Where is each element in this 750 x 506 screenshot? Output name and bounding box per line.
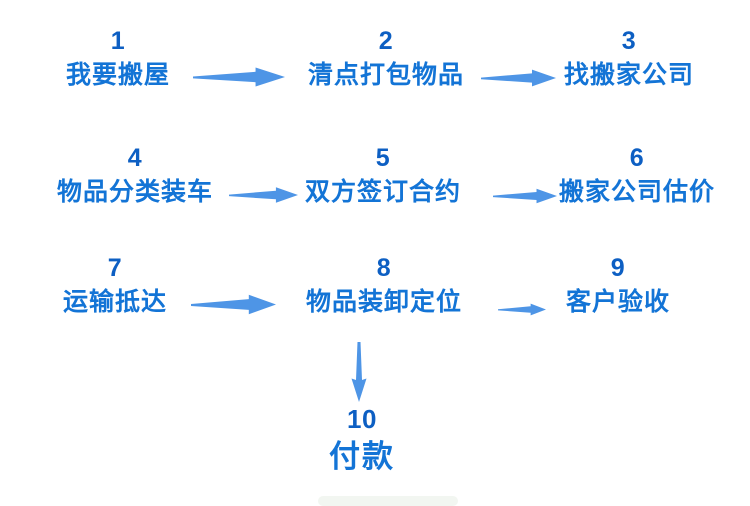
step-2-label: 清点打包物品 (307, 60, 465, 89)
step-3: 3 找搬家公司 (563, 27, 695, 89)
step-8: 8 物品装卸定位 (305, 254, 463, 316)
arrow-right-icon (193, 60, 285, 94)
step-9-number: 9 (610, 254, 626, 282)
step-5-label: 双方签订合约 (304, 177, 462, 206)
step-1: 1 我要搬屋 (65, 27, 171, 89)
step-7-label: 运输抵达 (62, 287, 168, 316)
step-7-number: 7 (107, 254, 123, 282)
step-5: 5 双方签订合约 (304, 144, 462, 206)
step-4-label: 物品分类装车 (56, 177, 214, 206)
arrow-down-icon (349, 342, 369, 402)
step-8-number: 8 (376, 254, 392, 282)
step-10-number: 10 (347, 404, 377, 434)
arrow-right-icon (229, 181, 298, 209)
step-1-label: 我要搬屋 (65, 60, 171, 89)
step-4: 4 物品分类装车 (56, 144, 214, 206)
step-7: 7 运输抵达 (62, 254, 168, 316)
cutoff-bottom-artifact (318, 496, 458, 506)
step-10: 10 付款 (329, 405, 395, 474)
step-2-number: 2 (378, 27, 394, 55)
step-6: 6 搬家公司估价 (558, 144, 716, 206)
arrow-right-icon (481, 63, 556, 93)
step-1-number: 1 (110, 27, 126, 55)
step-8-label: 物品装卸定位 (305, 287, 463, 316)
step-3-number: 3 (621, 27, 637, 55)
step-6-label: 搬家公司估价 (558, 177, 716, 206)
step-4-number: 4 (127, 144, 143, 172)
step-3-label: 找搬家公司 (563, 60, 695, 89)
arrow-right-icon (191, 287, 276, 322)
step-9-label: 客户验收 (565, 287, 671, 316)
step-2: 2 清点打包物品 (307, 27, 465, 89)
arrow-right-icon (498, 299, 546, 320)
step-5-number: 5 (375, 144, 391, 172)
arrow-right-icon (493, 183, 557, 209)
step-6-number: 6 (629, 144, 645, 172)
step-9: 9 客户验收 (565, 254, 671, 316)
step-10-label: 付款 (329, 438, 395, 474)
